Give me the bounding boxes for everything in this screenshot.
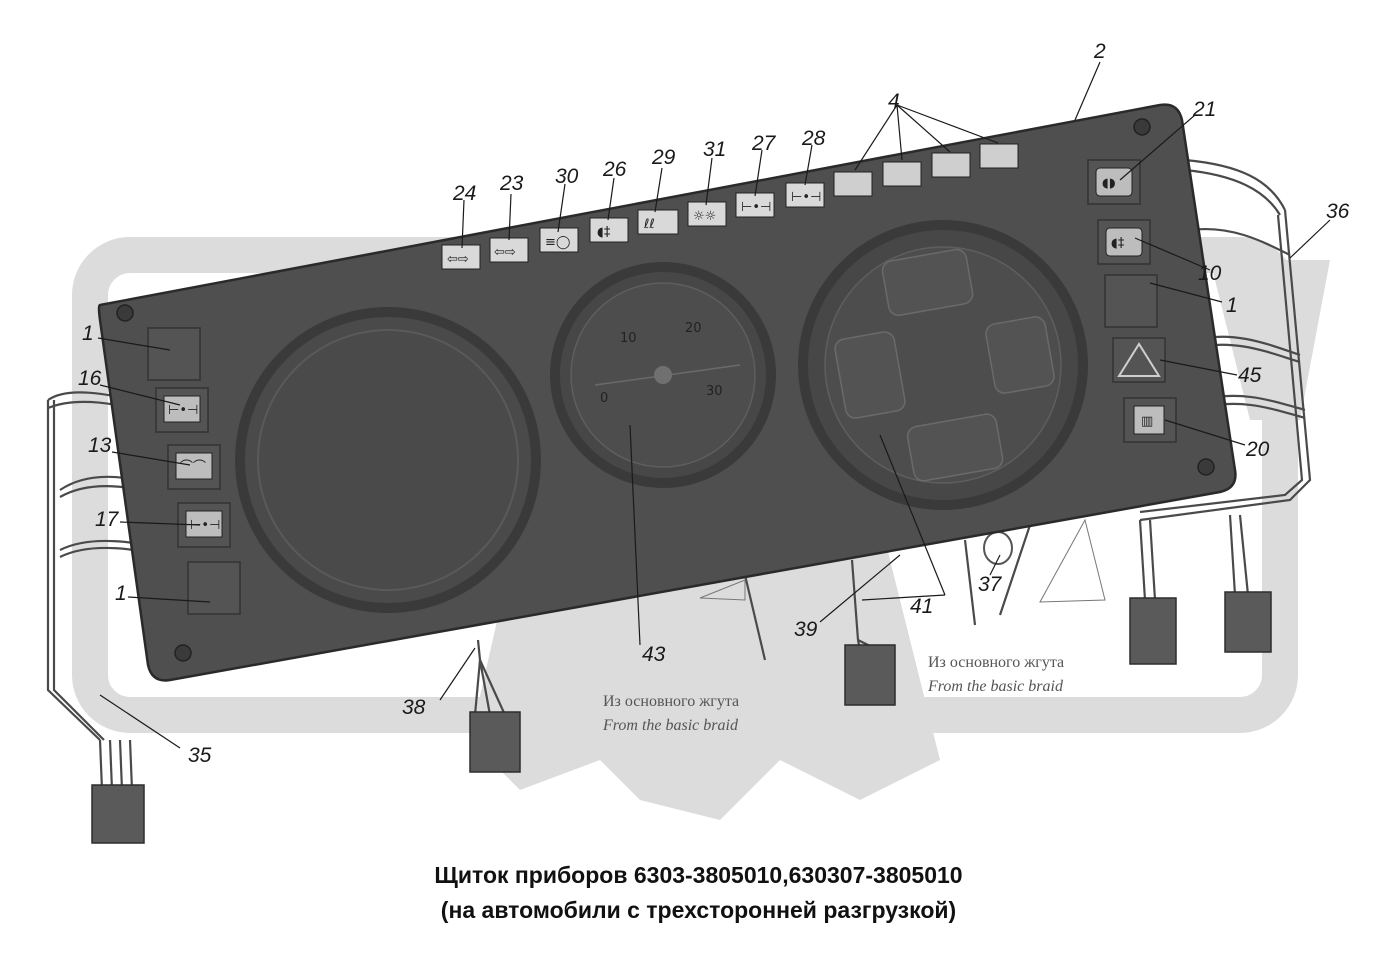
- blank-lamp: [931, 152, 971, 178]
- diagram-title: Щиток приборов 6303-3805010,630307-38050…: [434, 862, 963, 888]
- note-ru: Из основного жгута: [928, 654, 1064, 671]
- svg-text:⊢•⊣: ⊢•⊣: [791, 190, 821, 205]
- brake-light-icon: ☼☼: [687, 201, 727, 227]
- speedometer-bezel: [235, 307, 541, 613]
- blank-switch: [1104, 274, 1158, 328]
- gauge-window: [906, 413, 1004, 482]
- svg-text:⇦⇨: ⇦⇨: [494, 245, 516, 260]
- callout-20: 20: [1245, 438, 1270, 461]
- svg-text:⊢•⊣: ⊢•⊣: [190, 518, 220, 533]
- trailer-turn-icon: ⇦⇨: [489, 237, 529, 263]
- tick-label-0: 0: [600, 391, 608, 406]
- braid-note-right: Из основного жгута From the basic braid: [927, 654, 1064, 695]
- tachometer: 0 10 20 30: [550, 262, 776, 488]
- callout-1-left-top: 1: [82, 322, 94, 345]
- indicator-lamps: ⇦⇨ ⇦⇨ ≡◯ ◖‡ ℓℓ ☼☼: [441, 143, 1019, 270]
- connector-block: [91, 784, 145, 844]
- gauge-window: [834, 331, 906, 419]
- switch-13: ⌒⌒: [167, 444, 221, 490]
- right-switches: ◖◗ ◖‡ ▥: [1087, 159, 1177, 443]
- callout-17: 17: [95, 508, 120, 531]
- diagram-subtitle: (на автомобили с трехсторонней разгрузко…: [440, 897, 957, 923]
- note-en: From the basic braid: [602, 717, 739, 734]
- switch-21: ◖◗: [1087, 159, 1141, 205]
- connector-block: [844, 644, 896, 706]
- tick-label-20: 20: [685, 321, 702, 336]
- callout-39: 39: [794, 618, 818, 641]
- callout-45: 45: [1238, 364, 1262, 387]
- callout-2: 2: [1093, 40, 1106, 63]
- note-en: From the basic braid: [927, 678, 1064, 695]
- callout-1-right: 1: [1226, 294, 1238, 317]
- svg-text:⇦⇨: ⇦⇨: [447, 252, 469, 267]
- svg-text:⊢•⊣: ⊢•⊣: [741, 200, 771, 215]
- callout-35: 35: [188, 744, 212, 767]
- high-beam-icon: ≡◯: [539, 227, 579, 253]
- blank-lamp: [882, 161, 922, 187]
- blank-switch: [187, 561, 241, 615]
- callout-21: 21: [1192, 98, 1216, 121]
- screw: [116, 304, 134, 322]
- screw: [1133, 118, 1151, 136]
- callout-41: 41: [910, 595, 933, 618]
- bottom-harness: [469, 518, 1106, 773]
- callout-26: 26: [602, 158, 627, 181]
- instrument-panel: 0 10 20 30 ⇦⇨ ⇦⇨ ≡◯: [97, 103, 1237, 682]
- callout-31: 31: [703, 138, 726, 161]
- braid-note-left: Из основного жгута From the basic braid: [602, 693, 739, 734]
- callout-4: 4: [888, 90, 900, 113]
- svg-text:⊢•⊣: ⊢•⊣: [168, 403, 198, 418]
- connector-block: [469, 711, 521, 773]
- combination-gauge: [798, 220, 1088, 510]
- fog-light-icon: ◖‡: [589, 217, 629, 243]
- callouts: 2 4 21 36 10 1 45 20 24 23 30 26 29 31 2…: [78, 40, 1350, 767]
- callout-27: 27: [751, 132, 777, 155]
- callout-10: 10: [1198, 262, 1222, 285]
- hazard-triangle-icon: [1112, 337, 1166, 383]
- diff-lock-icon: ⊢•⊣: [785, 182, 825, 208]
- glow-plug-icon: ℓℓ: [637, 209, 679, 235]
- svg-text:ℓℓ: ℓℓ: [643, 217, 655, 232]
- turn-arrows-icon: ⇦⇨: [441, 244, 481, 270]
- blank-lamp: [833, 171, 873, 197]
- leader-lines: [97, 61, 1331, 749]
- blank-switch: [147, 327, 201, 381]
- callout-16: 16: [78, 367, 102, 390]
- svg-text:≡◯: ≡◯: [545, 235, 570, 250]
- callout-43: 43: [642, 643, 666, 666]
- gauge-window: [881, 248, 974, 317]
- screw: [1197, 458, 1215, 476]
- callout-23: 23: [499, 172, 524, 195]
- callout-30: 30: [555, 165, 579, 188]
- screw: [174, 644, 192, 662]
- switch-16: ⊢•⊣: [155, 387, 209, 433]
- callout-29: 29: [651, 146, 676, 169]
- svg-text:▥: ▥: [1141, 414, 1153, 429]
- svg-text:◖‡: ◖‡: [1111, 236, 1125, 251]
- callout-28: 28: [801, 127, 826, 150]
- gauge-window: [985, 316, 1055, 394]
- svg-text:☼☼: ☼☼: [693, 209, 716, 224]
- callout-24: 24: [452, 182, 476, 205]
- callout-36: 36: [1326, 200, 1350, 223]
- blank-lamp: [979, 143, 1019, 169]
- callout-13: 13: [88, 434, 112, 457]
- connector-block: [1224, 591, 1272, 653]
- svg-text:◖◗: ◖◗: [1102, 176, 1116, 191]
- tick-label-10: 10: [620, 331, 637, 346]
- svg-text:⌒⌒: ⌒⌒: [180, 460, 206, 475]
- callout-37: 37: [978, 573, 1003, 596]
- axle-lock-icon: ⊢•⊣: [735, 192, 775, 218]
- callout-1-left-bottom: 1: [115, 582, 127, 605]
- connector-block: [1129, 597, 1177, 665]
- callout-38: 38: [402, 696, 426, 719]
- rear-defrost-icon: ▥: [1123, 397, 1177, 443]
- svg-text:◖‡: ◖‡: [597, 225, 611, 240]
- tick-label-30: 30: [706, 384, 723, 399]
- note-ru: Из основного жгута: [603, 693, 739, 710]
- right-harness: [1129, 158, 1312, 665]
- switch-10: ◖‡: [1097, 219, 1151, 265]
